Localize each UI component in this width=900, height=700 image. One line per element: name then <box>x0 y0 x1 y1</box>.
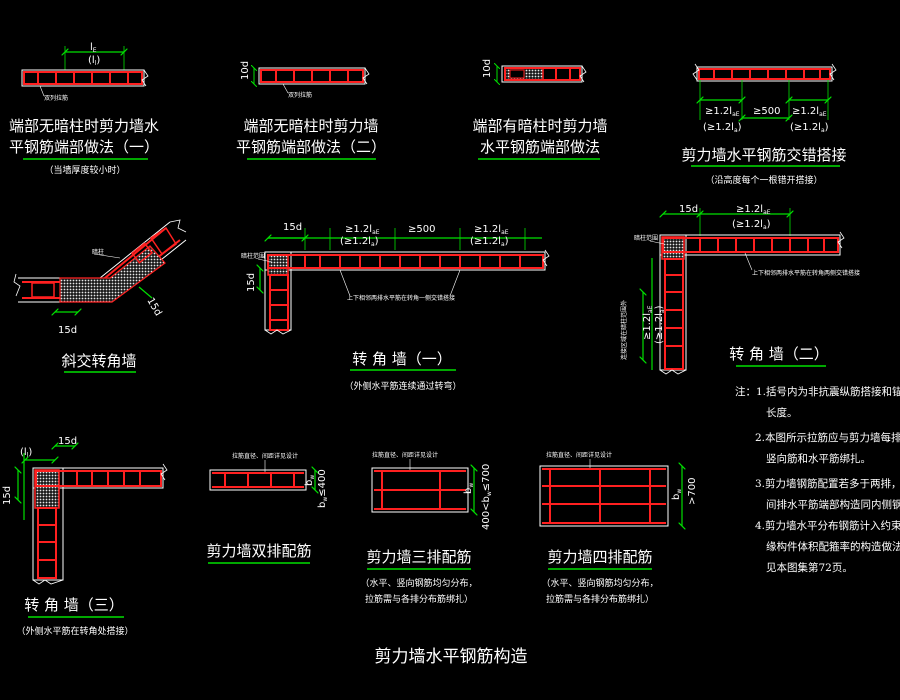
svg-text:暗柱: 暗柱 <box>92 248 104 256</box>
svg-text:端部无暗柱时剪力墙: 端部无暗柱时剪力墙 <box>243 117 378 135</box>
svg-text:斜交转角墙: 斜交转角墙 <box>61 352 136 370</box>
svg-text:（外侧水平筋在转角处搭接）: （外侧水平筋在转角处搭接） <box>16 625 133 637</box>
svg-text:端部有暗柱时剪力墙: 端部有暗柱时剪力墙 <box>472 117 607 135</box>
detail-triple-layer-rebar: 拉筋直径、间距详见设计 bw 400<bw≤700 剪力墙三排配筋 （水平、竖向… <box>360 451 493 605</box>
svg-text:15d: 15d <box>2 486 13 505</box>
svg-text:(≥1.2la): (≥1.2la) <box>470 236 509 248</box>
svg-text:bw: bw <box>304 475 316 486</box>
svg-text:15d: 15d <box>144 296 163 318</box>
svg-text:竖向筋和水平筋绑扎。: 竖向筋和水平筋绑扎。 <box>766 452 871 465</box>
svg-text:间排水平筋端部构造同内侧钢筋。: 间排水平筋端部构造同内侧钢筋。 <box>766 498 900 511</box>
svg-text:（沿高度每个一根错开搭接）: （沿高度每个一根错开搭接） <box>705 174 822 186</box>
svg-text:端部无暗柱时剪力墙水: 端部无暗柱时剪力墙水 <box>9 117 159 135</box>
page-title: 剪力墙水平钢筋构造 <box>375 647 528 667</box>
svg-text:bw: bw <box>671 489 683 500</box>
detail-wall-end-no-column-1: lE (ll) 双列拉筋 端部无暗柱时剪力墙水 平钢筋端部做法（一） （当墙厚度… <box>9 42 159 176</box>
svg-text:长度。: 长度。 <box>766 406 798 419</box>
svg-text:拉筋直径、间距详见设计: 拉筋直径、间距详见设计 <box>372 451 438 459</box>
svg-text:暗柱范围: 暗柱范围 <box>634 234 658 242</box>
svg-text:400<bw≤700: 400<bw≤700 <box>481 464 493 530</box>
svg-text:≥1.2laE: ≥1.2laE <box>642 305 654 340</box>
svg-text:拉筋直径、间距详见设计: 拉筋直径、间距详见设计 <box>546 451 612 459</box>
svg-text:≥1.2laE: ≥1.2laE <box>705 106 740 118</box>
svg-text:15d: 15d <box>283 222 302 233</box>
svg-text:≥500: ≥500 <box>408 224 435 235</box>
svg-text:剪力墙双排配筋: 剪力墙双排配筋 <box>206 542 311 560</box>
svg-text:15d: 15d <box>58 436 77 447</box>
svg-text:(≥1.2la): (≥1.2la) <box>732 219 771 231</box>
svg-text:（水平、竖向钢筋均匀分布，: （水平、竖向钢筋均匀分布， <box>360 577 477 589</box>
detail-staggered-lap-splice: ≥1.2laE (≥1.2la) ≥500 ≥1.2laE (≥1.2la) 剪… <box>681 63 847 186</box>
svg-text:转 角 墙（二）: 转 角 墙（二） <box>729 345 829 363</box>
svg-text:双列拉筋: 双列拉筋 <box>288 91 312 99</box>
svg-text:≥1.2laE: ≥1.2laE <box>792 106 827 118</box>
svg-text:（外侧水平筋连续通过转弯）: （外侧水平筋连续通过转弯） <box>344 380 461 392</box>
svg-text:平钢筋端部做法（二）: 平钢筋端部做法（二） <box>236 138 386 156</box>
svg-text:>700: >700 <box>687 478 698 505</box>
svg-text:(ll): (ll) <box>88 55 100 67</box>
detail-corner-wall-1: 15d ≥1.2laE (≥1.2la) ≥500 ≥1.2laE (≥1.2l… <box>241 222 550 392</box>
svg-text:转 角 墙（三）: 转 角 墙（三） <box>24 596 124 614</box>
svg-text:bw: bw <box>463 483 475 494</box>
svg-text:15d: 15d <box>679 204 698 215</box>
svg-text:≥1.2laE: ≥1.2laE <box>474 224 509 236</box>
svg-text:剪力墙四排配筋: 剪力墙四排配筋 <box>547 548 652 566</box>
svg-text:转 角 墙（一）: 转 角 墙（一） <box>352 350 452 368</box>
svg-text:上下相邻两排水平筋在转角一侧交错搭接: 上下相邻两排水平筋在转角一侧交错搭接 <box>347 294 455 302</box>
svg-text:（当墙厚度较小时）: （当墙厚度较小时） <box>44 164 125 176</box>
svg-text:剪力墙水平钢筋交错搭接: 剪力墙水平钢筋交错搭接 <box>681 146 846 164</box>
notes-block: 注：1.括号内为非抗震纵筋搭接和锚固 长度。 2.本图所示拉筋应与剪力墙每排的 … <box>735 385 900 574</box>
note-1: 注：1.括号内为非抗震纵筋搭接和锚固 <box>735 385 900 398</box>
svg-text:拉筋需与各排分布筋绑扎）: 拉筋需与各排分布筋绑扎） <box>546 593 654 605</box>
detail-quad-layer-rebar: 拉筋直径、间距详见设计 bw >700 剪力墙四排配筋 （水平、竖向钢筋均匀分布… <box>539 451 698 605</box>
svg-text:bw≤400: bw≤400 <box>317 469 329 508</box>
detail-corner-wall-2: 15d ≥1.2laE (≥1.2la) 暗柱范围 ≥1.2laE (≥1.2l… <box>620 204 860 375</box>
svg-text:(≥1.2la): (≥1.2la) <box>703 122 742 134</box>
detail-wall-end-no-column-2: 10d 双列拉筋 端部无暗柱时剪力墙 平钢筋端部做法（二） <box>236 61 386 160</box>
svg-text:见本图集第72页。: 见本图集第72页。 <box>766 561 853 574</box>
svg-text:(ll): (ll) <box>20 447 32 459</box>
svg-text:≥1.2laE: ≥1.2laE <box>736 204 771 216</box>
svg-text:剪力墙三排配筋: 剪力墙三排配筋 <box>366 548 471 566</box>
svg-text:15d: 15d <box>58 325 77 336</box>
svg-text:(≥1.2la): (≥1.2la) <box>790 122 829 134</box>
note-3: 3.剪力墙钢筋配置若多于两排，中 <box>755 477 900 490</box>
svg-text:双列拉筋: 双列拉筋 <box>44 94 68 102</box>
note-2: 2.本图所示拉筋应与剪力墙每排的 <box>755 431 900 444</box>
svg-text:≥500: ≥500 <box>753 106 780 117</box>
svg-text:拉筋直径、间距详见设计: 拉筋直径、间距详见设计 <box>232 452 298 460</box>
svg-text:15d: 15d <box>246 273 257 292</box>
svg-text:平钢筋端部做法（一）: 平钢筋端部做法（一） <box>9 138 159 156</box>
svg-text:10d: 10d <box>482 59 493 78</box>
svg-text:(≥1.2la): (≥1.2la) <box>340 236 379 248</box>
svg-text:（水平、竖向钢筋均匀分布，: （水平、竖向钢筋均匀分布， <box>541 577 658 589</box>
svg-text:(≥1.2la): (≥1.2la) <box>654 305 666 344</box>
detail-wall-end-with-column: 10d 端部有暗柱时剪力墙 水平钢筋端部做法 <box>472 59 608 160</box>
detail-corner-wall-3: 15d (ll) 15d 转 角 墙（三） （外侧水平筋在转角处搭接） <box>2 436 168 637</box>
svg-text:lE: lE <box>90 42 97 54</box>
svg-text:上下相邻两排水平筋在转角两侧交错搭接: 上下相邻两排水平筋在转角两侧交错搭接 <box>752 269 860 277</box>
svg-text:10d: 10d <box>240 61 251 80</box>
svg-text:≥1.2laE: ≥1.2laE <box>345 224 380 236</box>
svg-text:暗柱范围: 暗柱范围 <box>241 252 265 260</box>
svg-text:水平钢筋端部做法: 水平钢筋端部做法 <box>480 138 600 156</box>
svg-text:拉筋需与各排分布筋绑扎）: 拉筋需与各排分布筋绑扎） <box>365 593 473 605</box>
detail-oblique-corner-wall: 暗柱 15d 15d 斜交转角墙 <box>13 219 187 373</box>
note-4: 4.剪力墙水平分布钢筋计入约束边 <box>755 519 900 532</box>
dim-le: lE (ll) <box>65 42 124 70</box>
detail-double-layer-rebar: 拉筋直径、间距详见设计 bw bw≤400 剪力墙双排配筋 <box>206 452 329 564</box>
svg-text:连接区域在暗柱范围外: 连接区域在暗柱范围外 <box>620 300 628 360</box>
svg-text:缘构件体积配箍率的构造做法详: 缘构件体积配箍率的构造做法详 <box>766 540 900 553</box>
